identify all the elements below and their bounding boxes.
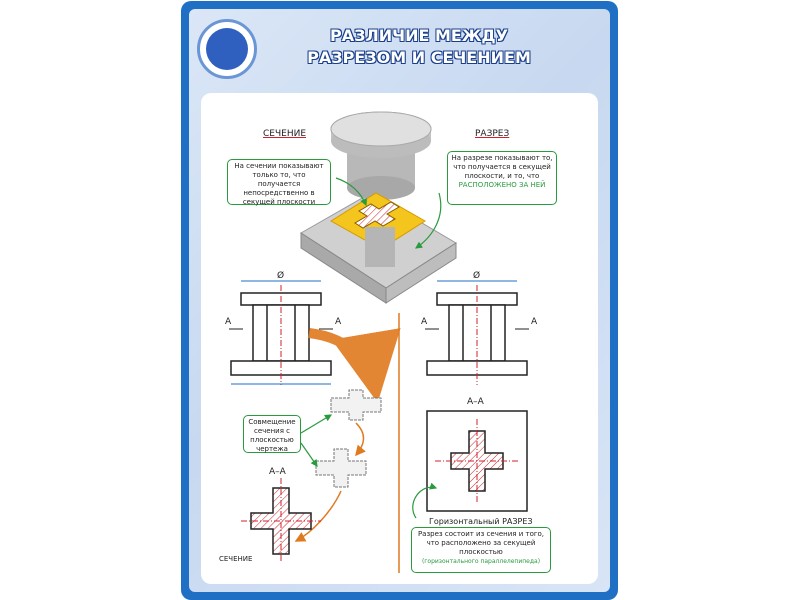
cut-note: На разрезе показывают то, что получается… <box>447 151 557 205</box>
title-line1: РАЗЛИЧИЕ МЕЖДУ <box>330 26 508 45</box>
cut-note-highlight: РАСПОЛОЖЕНО ЗА НЕЙ <box>458 181 546 189</box>
section-aa-label: А–А <box>269 467 286 477</box>
section-heading: СЕЧЕНИЕ <box>263 129 307 139</box>
plane-a-left-2: А <box>335 317 342 327</box>
technical-drawing <box>229 111 529 573</box>
horizontal-cut-label: Горизонтальный РАЗРЕЗ <box>429 517 533 526</box>
cut-aa-label: А–А <box>467 397 484 407</box>
diameter-label-left: Ø <box>277 271 285 281</box>
title-line2: РАЗРЕЗОМ И СЕЧЕНИЕМ <box>307 48 531 67</box>
plane-a-right-2: А <box>531 317 538 327</box>
plane-a-left-1: А <box>225 317 232 327</box>
cut-consists-sub: (горизонтального параллелепипеда) <box>421 558 541 565</box>
poster: РАЗЛИЧИЕ МЕЖДУ РАЗРЕЗОМ И СЕЧЕНИЕМ <box>181 1 618 600</box>
section-front-view <box>229 280 401 403</box>
cut-front-view <box>425 280 529 385</box>
drafting-logo-icon <box>197 19 257 79</box>
cut-aa-view <box>426 410 528 512</box>
section-note: На сечении показывают только то, что пол… <box>227 159 331 206</box>
plane-a-right-1: А <box>421 317 428 327</box>
content-panel: СЕЧЕНИЕ РАЗРЕЗ На сечении показывают тол… <box>201 93 598 584</box>
poster-title: РАЗЛИЧИЕ МЕЖДУ РАЗРЕЗОМ И СЕЧЕНИЕМ <box>269 25 569 69</box>
cut-heading: РАЗРЕЗ <box>475 129 510 139</box>
section-note-text: На сечении показывают только то, что пол… <box>234 162 324 206</box>
cut-consists-note: Разрез состоит из сечения и того, что ра… <box>411 527 551 573</box>
section-steps <box>241 389 382 563</box>
aligned-section-note-text: Совмещение сечения с плоскостью чертежа <box>248 418 296 453</box>
aligned-section-note: Совмещение сечения с плоскостью чертежа <box>243 415 301 453</box>
poster-background: РАЗЛИЧИЕ МЕЖДУ РАЗРЕЗОМ И СЕЧЕНИЕМ <box>189 9 610 592</box>
cut-consists-text: Разрез состоит из сечения и того, что ра… <box>417 530 545 556</box>
section-small-label: СЕЧЕНИЕ <box>219 555 253 563</box>
diameter-label-right: Ø <box>473 271 481 281</box>
isometric-model <box>300 111 457 304</box>
logo-core <box>206 28 248 70</box>
cut-note-text: На разрезе показывают то, что получается… <box>451 154 553 180</box>
